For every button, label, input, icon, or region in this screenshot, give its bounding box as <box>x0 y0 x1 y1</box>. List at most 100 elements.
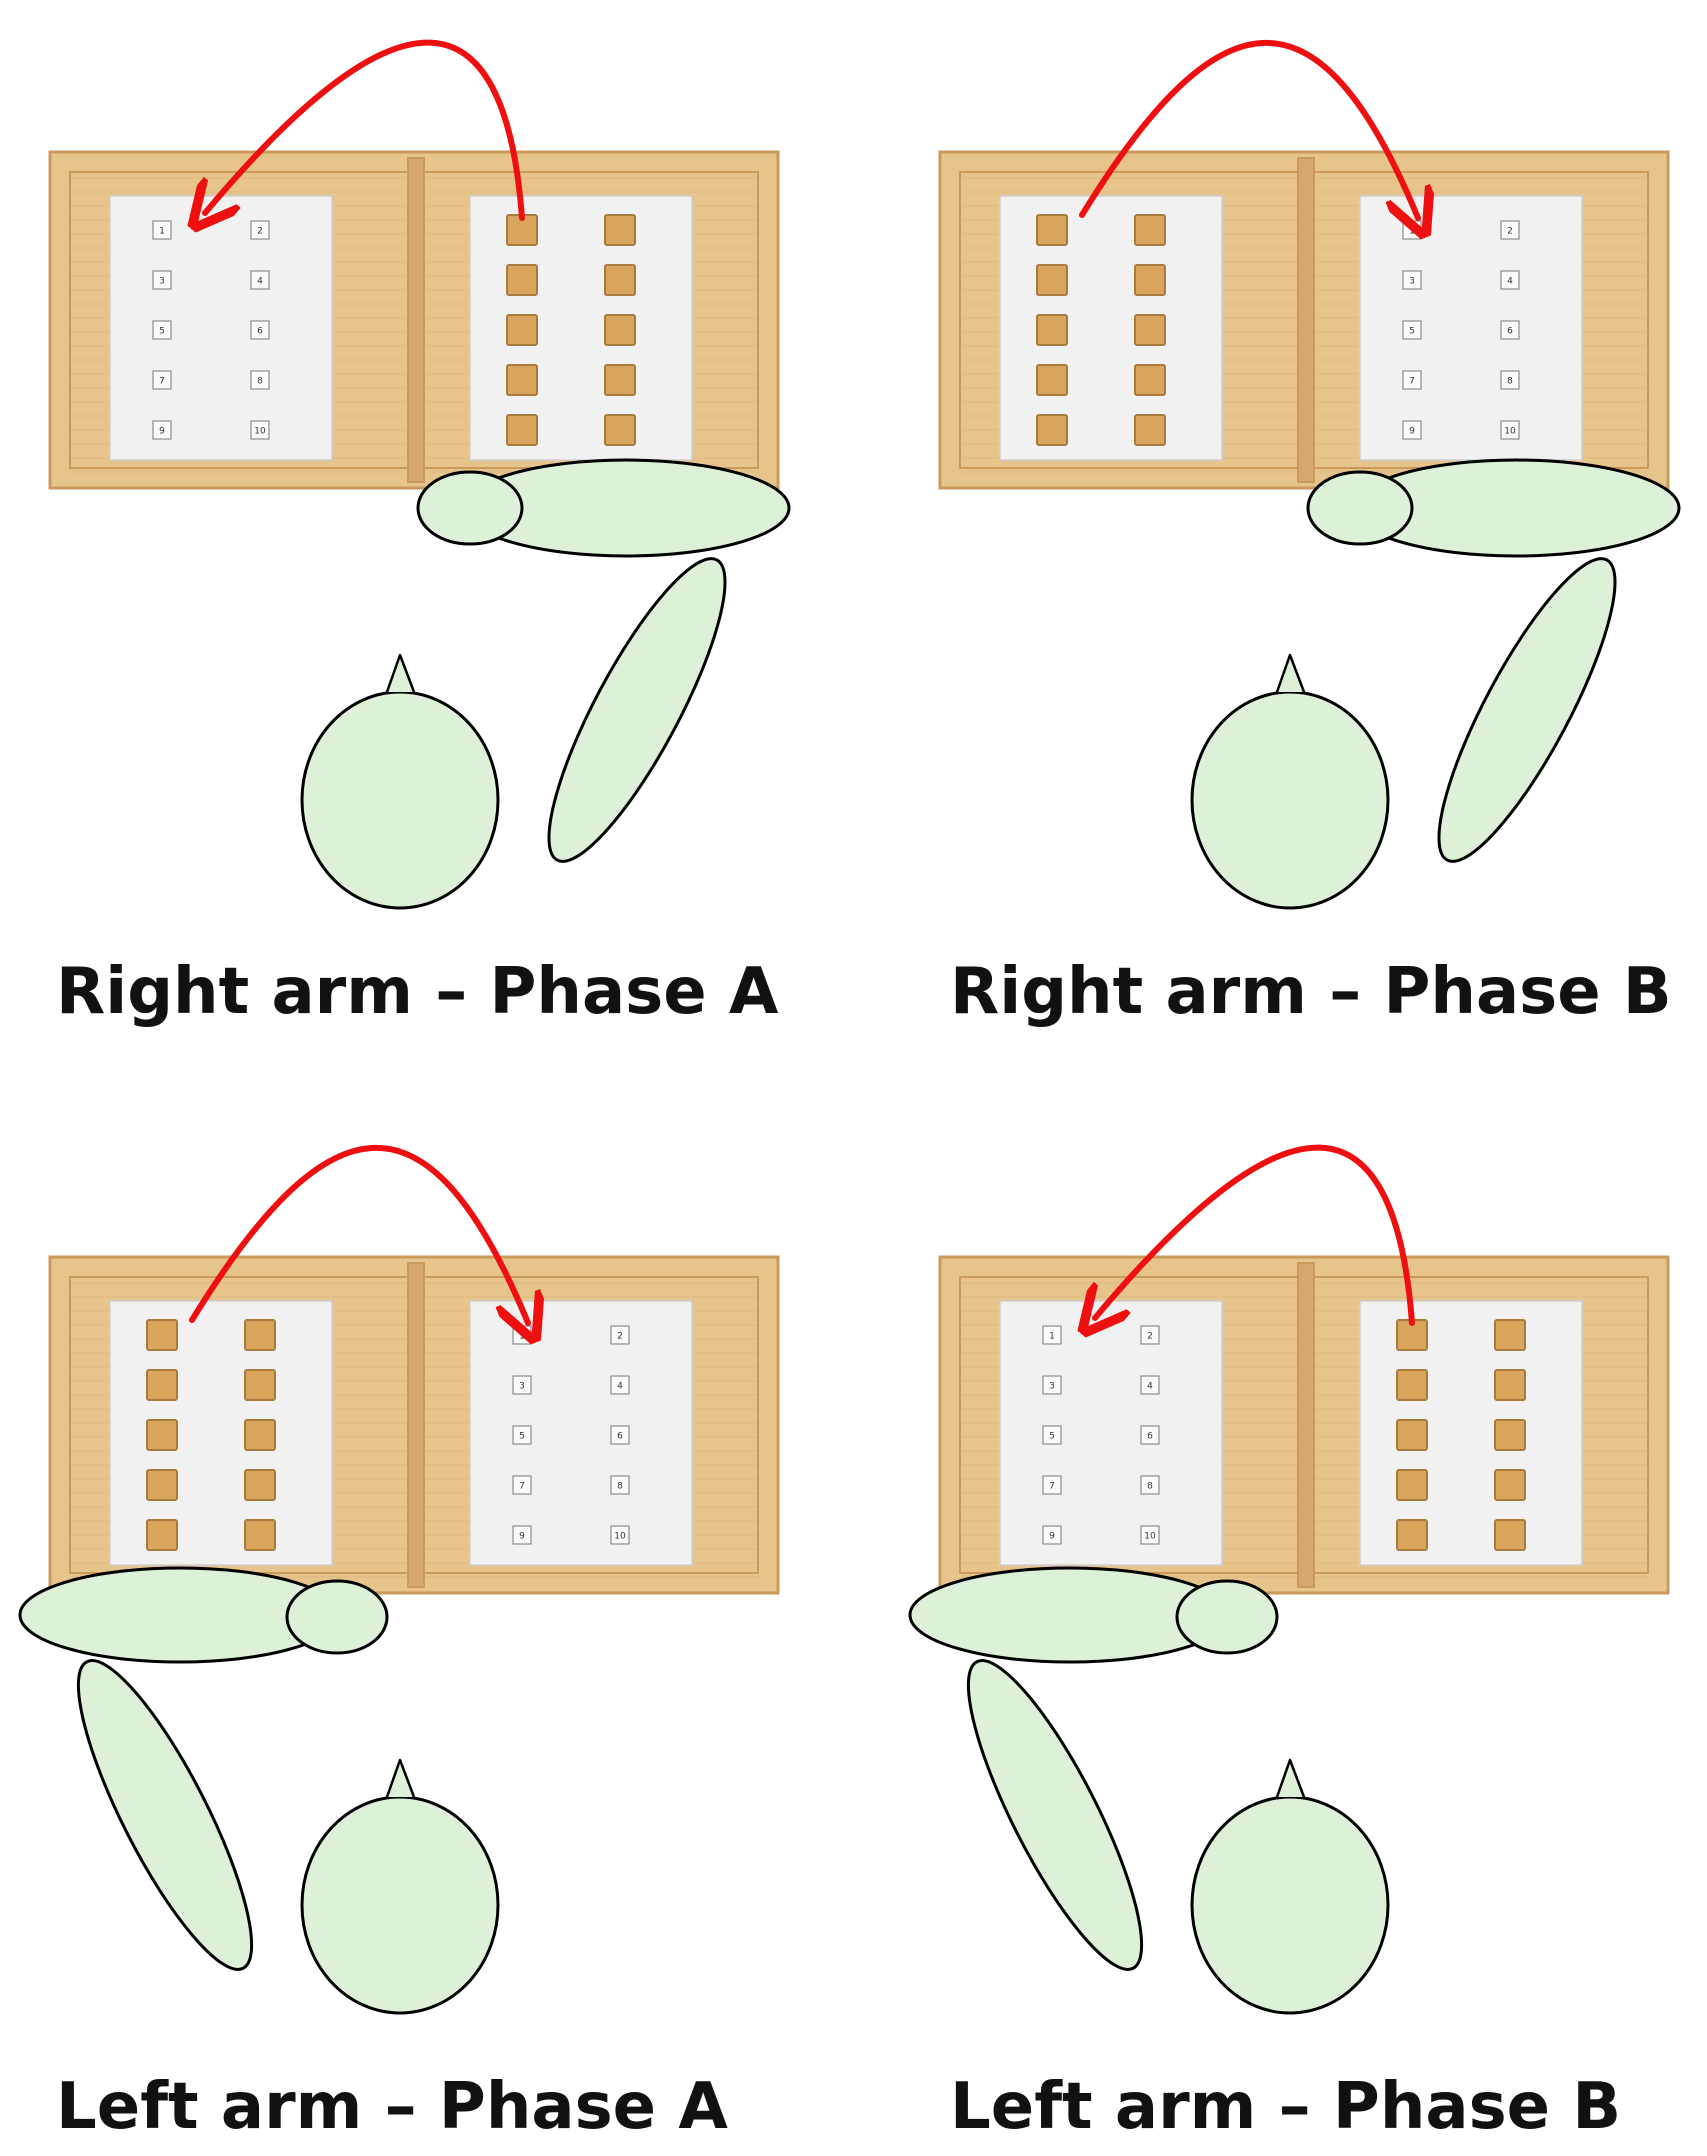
nose-pointer <box>1275 1758 1306 1798</box>
grid-number: 7 <box>519 1482 525 1492</box>
number-square <box>152 270 172 290</box>
number-square <box>1042 1325 1062 1345</box>
grid-number: 4 <box>257 277 263 287</box>
wooden-cube <box>1134 414 1166 446</box>
grid-number: 10 <box>254 427 266 437</box>
number-square <box>512 1475 532 1495</box>
forearm <box>76 1659 254 1971</box>
paper-sheet <box>109 1300 333 1566</box>
number-square <box>1500 370 1520 390</box>
grid-number: 9 <box>1049 1532 1055 1542</box>
wooden-cube <box>1036 414 1068 446</box>
wooden-cube <box>604 364 636 396</box>
grid-number: 5 <box>1049 1432 1055 1442</box>
wooden-cube <box>1494 1369 1526 1401</box>
forearm <box>547 557 727 863</box>
wooden-cube <box>506 314 538 346</box>
grid-number: 5 <box>1409 327 1415 337</box>
wooden-cube <box>604 214 636 246</box>
wooden-cube <box>1494 1319 1526 1351</box>
wooden-cube <box>244 1519 276 1551</box>
grid-number: 1 <box>519 1332 525 1342</box>
number-square <box>152 420 172 440</box>
grid-number: 3 <box>1049 1382 1055 1392</box>
caption-left-arm-phase-b: Left arm – Phase B <box>950 2070 1622 2144</box>
transfer-arrow <box>189 1145 528 1323</box>
wooden-cube <box>604 314 636 346</box>
wooden-cube <box>1396 1369 1428 1401</box>
wooden-cube <box>1036 364 1068 396</box>
grid-number: 6 <box>1507 327 1513 337</box>
number-square <box>152 320 172 340</box>
number-square <box>1140 1375 1160 1395</box>
number-square <box>1402 320 1422 340</box>
wooden-cube <box>244 1319 276 1351</box>
number-square <box>1500 320 1520 340</box>
transfer-arrow <box>1095 1144 1415 1323</box>
hand <box>1306 470 1414 546</box>
grid-number: 6 <box>617 1432 623 1442</box>
wooden-cube <box>506 364 538 396</box>
paper-sheet <box>469 1300 693 1566</box>
number-square <box>250 270 270 290</box>
grid-number: 6 <box>1147 1432 1153 1442</box>
wooden-cube <box>1396 1419 1428 1451</box>
wooden-cube <box>146 1319 178 1351</box>
person-figure <box>1190 458 1681 910</box>
wooden-cube <box>1134 364 1166 396</box>
transfer-arrow <box>1079 40 1418 218</box>
wooden-cube <box>506 414 538 446</box>
wooden-cube <box>1134 214 1166 246</box>
grid-number: 10 <box>614 1532 626 1542</box>
grid-number: 9 <box>1409 427 1415 437</box>
wooden-cube <box>1134 314 1166 346</box>
number-square <box>1500 420 1520 440</box>
number-square <box>512 1425 532 1445</box>
nose-pointer <box>1275 653 1306 693</box>
wooden-cube <box>1494 1519 1526 1551</box>
wooden-cube <box>1494 1469 1526 1501</box>
grid-number: 1 <box>1049 1332 1055 1342</box>
number-square <box>610 1425 630 1445</box>
grid-number: 10 <box>1504 427 1516 437</box>
grid-number: 2 <box>1147 1332 1153 1342</box>
wooden-cube <box>1036 314 1068 346</box>
number-square <box>1042 1525 1062 1545</box>
wooden-cube <box>1134 264 1166 296</box>
number-square <box>152 370 172 390</box>
wooden-cube <box>1036 214 1068 246</box>
number-square <box>512 1375 532 1395</box>
box-divider <box>407 1262 425 1588</box>
caption-right-arm-phase-a: Right arm – Phase A <box>56 955 779 1029</box>
grid-number: 2 <box>1507 227 1513 237</box>
wooden-cube <box>1494 1419 1526 1451</box>
person-figure <box>300 458 791 910</box>
box-divider <box>1297 157 1315 483</box>
number-square <box>512 1525 532 1545</box>
grid-number: 7 <box>159 377 165 387</box>
grid-number: 8 <box>257 377 263 387</box>
paper-sheet <box>999 195 1223 461</box>
box-divider <box>407 157 425 483</box>
grid-number: 9 <box>519 1532 525 1542</box>
number-square <box>610 1375 630 1395</box>
number-square <box>1140 1425 1160 1445</box>
number-square <box>250 420 270 440</box>
wooden-cube <box>604 264 636 296</box>
number-square <box>1042 1475 1062 1495</box>
number-square <box>1500 220 1520 240</box>
number-square <box>610 1325 630 1345</box>
forearm <box>1437 557 1617 863</box>
nose-pointer <box>385 1758 416 1798</box>
box-divider <box>1297 1262 1315 1588</box>
number-square <box>1042 1425 1062 1445</box>
grid-number: 8 <box>617 1482 623 1492</box>
grid-number: 2 <box>617 1332 623 1342</box>
person-figure <box>908 1566 1390 2015</box>
paper-sheet <box>1359 195 1583 461</box>
